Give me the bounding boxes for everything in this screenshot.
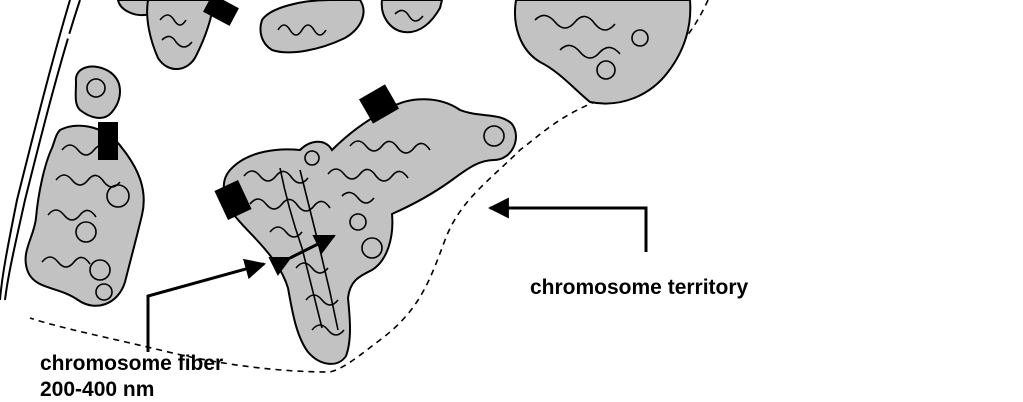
marker-block-left bbox=[98, 122, 118, 160]
nuclear-envelope bbox=[0, 0, 81, 301]
fiber-callout-line bbox=[146, 258, 267, 352]
fiber-width-double-arrow bbox=[268, 234, 336, 276]
marker-block-center-left bbox=[214, 180, 252, 220]
label-fiber-size: 200-400 nm bbox=[40, 378, 154, 401]
chromosome-fiber-top bbox=[116, 0, 692, 105]
chromosome-fiber-left bbox=[24, 65, 145, 307]
label-chromosome-fiber: chromosome fiber bbox=[40, 352, 223, 375]
territory-boundary bbox=[29, 0, 709, 373]
left-fiber-loops bbox=[41, 78, 130, 301]
territory-callout-line bbox=[487, 197, 648, 252]
marker-block-top bbox=[203, 0, 239, 26]
top-fiber-loops bbox=[159, 9, 649, 80]
label-chromosome-territory: chromosome territory bbox=[530, 276, 749, 299]
chromosome-fiber-center bbox=[222, 98, 517, 365]
marker-block-center-top bbox=[359, 84, 399, 124]
